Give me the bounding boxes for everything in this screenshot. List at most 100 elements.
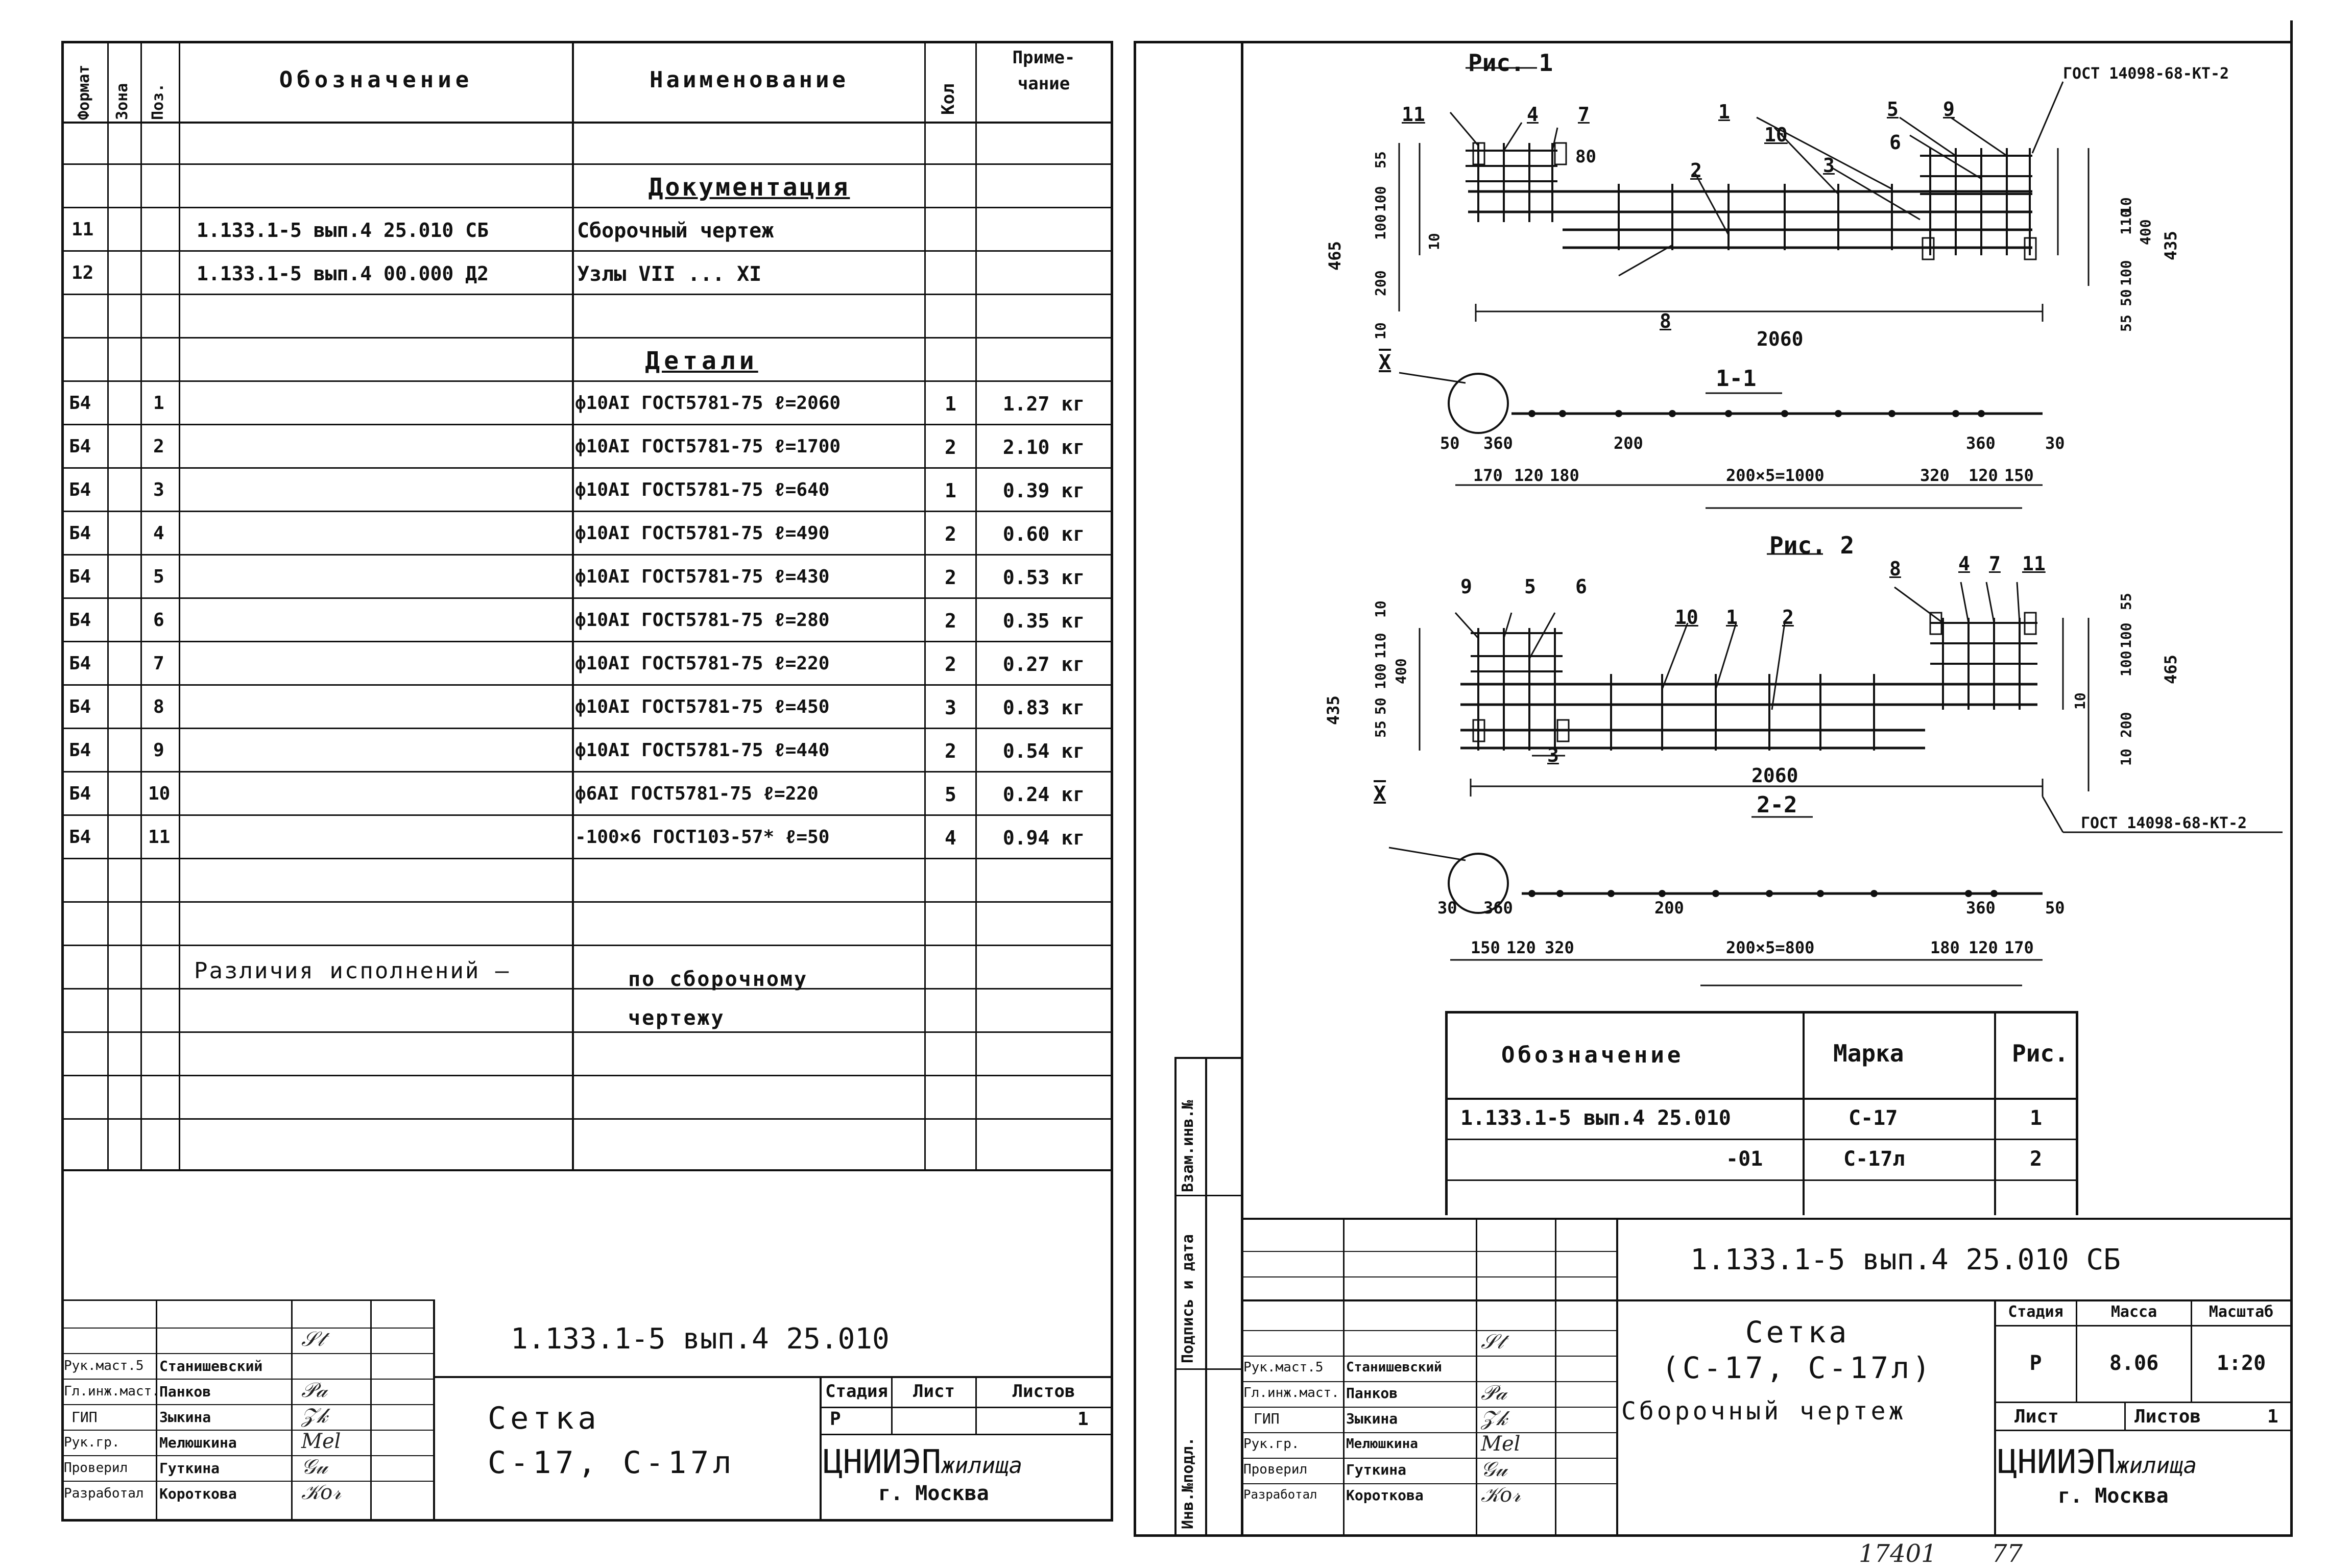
callout-label: 7 <box>1989 552 2001 575</box>
tb-person: Станишевский <box>1346 1360 1442 1375</box>
dim-label: 400 <box>1393 658 1409 684</box>
header-zone: Зона <box>113 83 131 120</box>
dim-label: 120 <box>1969 938 1998 957</box>
dim-label: 435 <box>2161 231 2180 260</box>
dim-label: 400 <box>2137 219 2154 245</box>
tb-person: Панков <box>159 1383 211 1400</box>
header-format: Формат <box>75 64 93 120</box>
detail-name: ф10AI ГОСТ5781-75 ℓ=220 <box>575 653 830 674</box>
fig1-title: Рис. 1 <box>1468 49 1553 77</box>
tb-person: Гуткина <box>1346 1461 1407 1478</box>
detail-name: ф10AI ГОСТ5781-75 ℓ=2060 <box>575 393 841 414</box>
detail-name: ф10AI ГОСТ5781-75 ℓ=430 <box>575 566 830 587</box>
doc-format: 11 <box>71 219 94 240</box>
node-label: X <box>1374 782 1386 806</box>
dim-label: 100 <box>2118 622 2134 648</box>
dim-label: 360 <box>1483 433 1513 453</box>
section-details: Детали <box>645 347 758 375</box>
signature: 𝒮𝓉 <box>301 1328 324 1351</box>
org-name: ЦНИИЭПжилища <box>823 1446 1022 1479</box>
fig1-overall-dim: 2060 <box>1757 328 1804 350</box>
signature: 𝒢𝓊 <box>301 1455 328 1479</box>
doc-title: Сетка (С-17, С-17л) <box>1662 1315 1933 1385</box>
header-designation: Обозначение <box>279 67 473 93</box>
detail-note: 0.83 кг <box>1002 696 1085 719</box>
tb-person: Короткова <box>159 1485 237 1502</box>
detail-name: ф10AI ГОСТ5781-75 ℓ=640 <box>575 479 830 500</box>
detail-pos: 1 <box>153 393 164 414</box>
dim-label: 10 <box>1372 600 1389 618</box>
detail-qty: 2 <box>945 436 956 459</box>
dim-label: 110 <box>1372 633 1389 659</box>
dim-label: 320 <box>1545 938 1574 957</box>
dim-label: 30 <box>2045 433 2065 453</box>
dim-label: 200 <box>1372 270 1389 296</box>
doc-name: Узлы VII ... XI <box>577 262 762 286</box>
dim-label: 180 <box>1930 938 1960 957</box>
dim-label: 465 <box>2161 655 2180 684</box>
dim-label: 120 <box>1514 466 1544 485</box>
signature: 𝒫𝒶 <box>301 1379 327 1402</box>
marks-header-designation: Обозначение <box>1501 1042 1684 1068</box>
detail-pos: 7 <box>153 653 164 674</box>
section-1-1: 1-1 <box>1716 366 1757 392</box>
marks-fig: 1 <box>2030 1106 2043 1130</box>
side-stamp-sign-date: Подпись и дата <box>1179 1234 1197 1363</box>
detail-note: 0.60 кг <box>1002 523 1085 545</box>
callout-label: 9 <box>1460 575 1472 598</box>
detail-name: ф10AI ГОСТ5781-75 ℓ=490 <box>575 523 830 544</box>
tb-role: Гл.инж.маст. <box>1243 1385 1339 1401</box>
callout-label: 7 <box>1578 103 1590 126</box>
detail-qty: 3 <box>945 696 956 719</box>
dim-label: 55 <box>2118 593 2134 610</box>
dim-label: 110 <box>2118 209 2134 235</box>
detail-qty: 2 <box>945 610 956 632</box>
marks-designation: 1.133.1-5 вып.4 25.010 <box>1460 1106 1731 1130</box>
callout-label: 11 <box>2022 552 2046 575</box>
sheets-label: Листов <box>1012 1381 1075 1402</box>
doc-format: 12 <box>71 262 94 283</box>
signature: 𝑀𝑒𝑙 <box>1481 1432 1521 1456</box>
dim-label: 360 <box>1483 898 1513 918</box>
signature: 𝒵𝓀 <box>1481 1407 1507 1430</box>
detail-note: 1.27 кг <box>1002 393 1085 415</box>
dim-label: 150 <box>1471 938 1500 957</box>
dim-label: 100 <box>2118 650 2134 677</box>
footer-page: 77 <box>1991 1539 2023 1568</box>
signature: 𝒮𝓉 <box>1481 1330 1504 1354</box>
detail-pos: 2 <box>153 436 164 457</box>
detail-format: Б4 <box>69 696 91 717</box>
detail-format: Б4 <box>69 393 91 414</box>
detail-note: 0.27 кг <box>1002 653 1085 676</box>
detail-format: Б4 <box>69 610 91 631</box>
callout-label: 80 <box>1575 147 1596 167</box>
detail-note: 2.10 кг <box>1002 436 1085 459</box>
detail-pos: 6 <box>153 610 164 631</box>
detail-pos: 4 <box>153 523 164 544</box>
detail-pos: 10 <box>148 783 171 804</box>
doc-code: 1.133.1-5 вып.4 25.010 СБ <box>1690 1243 2121 1276</box>
org-city: г. Москва <box>878 1482 989 1505</box>
callout-label: 6 <box>1575 575 1587 598</box>
dim-label: 100 <box>2118 260 2134 286</box>
dim-label: 100 <box>1372 214 1389 240</box>
footer-number: 17401 <box>1859 1539 1937 1568</box>
dim-label: 200 <box>1614 433 1643 453</box>
header-name: Наименование <box>650 67 849 93</box>
dim-label: 120 <box>1506 938 1536 957</box>
dim-label: 50 <box>2118 289 2134 306</box>
detail-format: Б4 <box>69 783 91 804</box>
dim-label: 170 <box>2004 938 2034 957</box>
fig2-overall-dim: 2060 <box>1751 764 1798 787</box>
detail-note: 0.35 кг <box>1002 610 1085 632</box>
signature: 𝒦𝑜𝓇 <box>301 1481 341 1504</box>
detail-note: 0.54 кг <box>1002 740 1085 762</box>
gost-note: ГОСТ 14098-68-КТ-2 <box>2063 65 2229 83</box>
side-stamp-inv-dup: Взам.инв.№ <box>1179 1100 1197 1192</box>
dim-label: 100 <box>1372 663 1389 689</box>
dim-label: 55 <box>1372 151 1389 168</box>
callout-label: 10 <box>1675 606 1698 629</box>
tb-role: Рук.маст.5 <box>1243 1360 1324 1375</box>
signature: 𝒢𝓊 <box>1481 1458 1507 1481</box>
org-suffix: жилища <box>2116 1453 2197 1479</box>
